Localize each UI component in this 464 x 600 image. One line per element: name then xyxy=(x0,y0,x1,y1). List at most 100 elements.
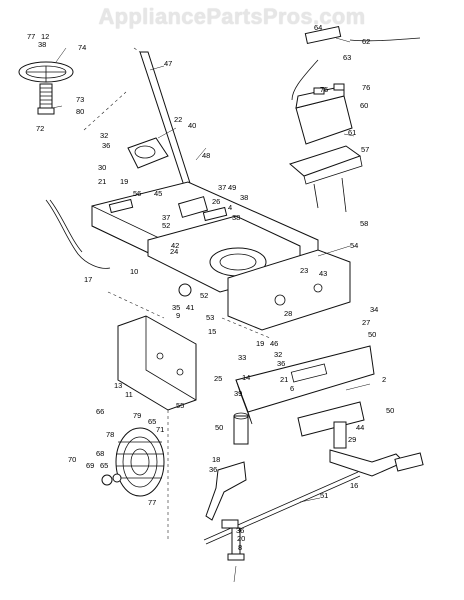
part-callout-38: 38 xyxy=(38,40,46,49)
part-callout-50: 50 xyxy=(386,406,394,415)
part-callout-24: 24 xyxy=(170,247,178,256)
part-callout-72: 72 xyxy=(36,124,44,133)
part-callout-37: 37 xyxy=(162,213,170,222)
part-callout-47: 47 xyxy=(164,59,172,68)
front-axle xyxy=(235,345,375,437)
part-callout-19: 19 xyxy=(256,339,264,348)
part-callout-56: 56 xyxy=(133,189,141,198)
part-callout-62: 62 xyxy=(362,37,370,46)
part-callout-53: 53 xyxy=(206,313,214,322)
part-callout-65: 65 xyxy=(148,417,156,426)
part-callout-52: 52 xyxy=(162,221,170,230)
part-callout-8: 8 xyxy=(238,543,242,552)
battery-tray xyxy=(288,145,363,185)
part-callout-58: 58 xyxy=(360,219,368,228)
part-callout-77: 77 xyxy=(27,32,35,41)
part-callout-66: 66 xyxy=(96,407,104,416)
part-callout-80: 80 xyxy=(76,107,84,116)
part-callout-38: 38 xyxy=(232,213,240,222)
steering-gear xyxy=(127,137,209,297)
part-callout-68: 68 xyxy=(96,449,104,458)
part-callout-9: 9 xyxy=(176,311,180,320)
part-callout-54: 54 xyxy=(350,241,358,250)
part-callout-19: 19 xyxy=(120,177,128,186)
part-callout-25: 25 xyxy=(214,374,222,383)
part-callout-78: 78 xyxy=(106,430,114,439)
drag-link-bolt xyxy=(227,527,245,561)
part-callout-11: 11 xyxy=(125,390,133,399)
part-callout-15: 15 xyxy=(208,327,216,336)
part-callout-71: 71 xyxy=(156,425,164,434)
part-callout-79: 79 xyxy=(133,411,141,420)
part-callout-32: 32 xyxy=(274,350,282,359)
part-callout-20: 20 xyxy=(237,534,245,543)
part-callout-60: 60 xyxy=(360,101,368,110)
part-callout-29: 29 xyxy=(348,435,356,444)
cable xyxy=(45,199,111,269)
part-callout-45: 45 xyxy=(154,189,162,198)
left-bracket xyxy=(117,315,197,411)
part-callout-50: 50 xyxy=(215,423,223,432)
part-callout-42: 42 xyxy=(171,241,179,250)
part-callout-34: 34 xyxy=(370,305,378,314)
part-callout-10: 10 xyxy=(130,267,138,276)
part-callout-76: 76 xyxy=(362,83,370,92)
hold-down-rod-2 xyxy=(341,177,347,213)
hold-down-rod xyxy=(313,183,319,209)
part-callout-37: 37 xyxy=(218,183,226,192)
part-callout-36: 36 xyxy=(277,359,285,368)
battery xyxy=(295,83,353,145)
part-callout-44: 44 xyxy=(356,423,364,432)
part-callout-36: 36 xyxy=(102,141,110,150)
part-callout-18: 18 xyxy=(212,455,220,464)
right-frame-rail xyxy=(227,249,351,331)
part-callout-39: 39 xyxy=(234,389,242,398)
part-callout-6: 6 xyxy=(290,384,294,393)
part-callout-43: 43 xyxy=(319,269,327,278)
part-callout-65: 65 xyxy=(100,461,108,470)
part-callout-28: 28 xyxy=(284,309,292,318)
part-callout-22: 22 xyxy=(174,115,182,124)
part-callout-46: 46 xyxy=(270,339,278,348)
part-callout-23: 23 xyxy=(300,266,308,275)
part-callout-38: 38 xyxy=(240,193,248,202)
part-callout-74: 74 xyxy=(78,43,86,52)
part-callout-41: 41 xyxy=(186,303,194,312)
front-wheel xyxy=(101,427,165,497)
part-callout-4: 4 xyxy=(228,203,232,212)
part-callout-13: 13 xyxy=(114,381,122,390)
part-callout-48: 48 xyxy=(202,151,210,160)
left-spindle xyxy=(205,412,249,521)
part-callout-55: 55 xyxy=(176,401,184,410)
part-callout-35: 35 xyxy=(172,303,180,312)
part-callout-14: 14 xyxy=(242,373,250,382)
part-callout-63: 63 xyxy=(343,53,351,62)
part-callout-26: 26 xyxy=(212,197,220,206)
part-callout-33: 33 xyxy=(238,353,246,362)
part-callout-40: 40 xyxy=(188,121,196,130)
part-callout-70: 70 xyxy=(68,455,76,464)
right-spindle xyxy=(329,421,424,477)
part-callout-21: 21 xyxy=(280,375,288,384)
cable-clamp xyxy=(304,25,342,45)
part-callout-12: 12 xyxy=(41,32,49,41)
part-callout-57: 57 xyxy=(361,145,369,154)
part-callout-30: 30 xyxy=(98,163,106,172)
part-callout-50: 50 xyxy=(368,330,376,339)
battery-cable xyxy=(349,37,421,42)
leader-lines xyxy=(51,37,371,583)
part-callout-36: 36 xyxy=(236,526,244,535)
part-callout-73: 73 xyxy=(76,95,84,104)
part-callout-61: 61 xyxy=(348,128,356,137)
steering-wheel xyxy=(18,61,74,115)
part-callout-75: 75 xyxy=(320,85,328,94)
part-callout-51: 51 xyxy=(320,491,328,500)
watermark: AppliancePartsPros.com xyxy=(98,4,366,29)
part-callout-49: 49 xyxy=(228,183,236,192)
part-callout-36: 36 xyxy=(209,465,217,474)
part-callout-32: 32 xyxy=(100,131,108,140)
part-callout-16: 16 xyxy=(350,481,358,490)
